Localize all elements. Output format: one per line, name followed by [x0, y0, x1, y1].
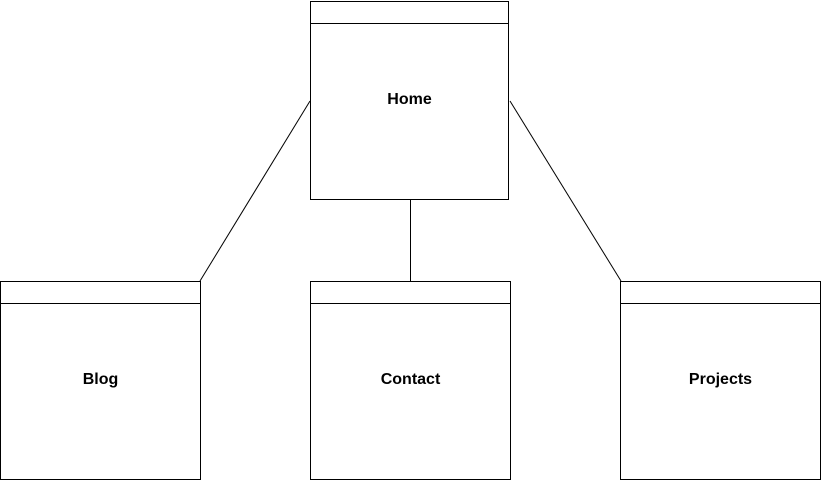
edge-home-blog — [199, 100, 311, 282]
node-body: Contact — [311, 304, 510, 479]
node-header-bar — [1, 282, 200, 304]
node-label-blog: Blog — [82, 370, 119, 388]
node-header-bar — [621, 282, 820, 304]
edge-home-projects — [509, 100, 622, 282]
node-body: Home — [311, 24, 508, 199]
node-body: Projects — [621, 304, 820, 479]
node-header-bar — [311, 282, 510, 304]
page-node-blog[interactable]: Blog — [0, 281, 201, 480]
node-body: Blog — [1, 304, 200, 479]
node-label-projects: Projects — [688, 370, 753, 388]
node-label-contact: Contact — [380, 370, 441, 388]
page-node-home[interactable]: Home — [310, 1, 509, 200]
node-header-bar — [311, 2, 508, 24]
page-node-contact[interactable]: Contact — [310, 281, 511, 480]
node-label-home: Home — [387, 90, 432, 108]
page-node-projects[interactable]: Projects — [620, 281, 821, 480]
